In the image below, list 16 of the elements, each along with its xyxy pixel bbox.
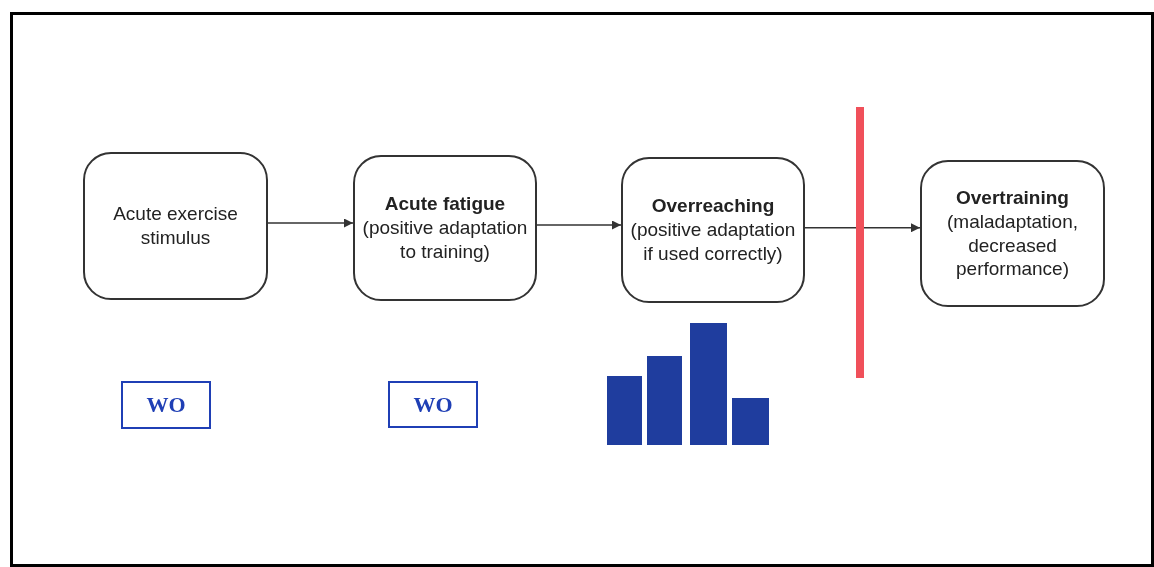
- process-box: [920, 160, 1105, 307]
- process-box: [621, 157, 805, 303]
- arrow: [804, 223, 921, 233]
- box-text: (maladaptation, decreased performance): [946, 209, 1079, 281]
- box-text: Acute exercise stimulus: [112, 202, 239, 250]
- box-heading: Overreaching: [651, 194, 775, 219]
- process-box: [83, 152, 268, 300]
- box-heading: Acute fatigue: [384, 192, 506, 217]
- box-heading: Overtraining: [956, 186, 1069, 210]
- label-box: WO: [121, 381, 211, 429]
- box-text: (positive adaptation to training): [361, 216, 529, 264]
- box-text: (positive adaptation if used correctly): [629, 218, 797, 266]
- label-box: WO: [388, 381, 478, 428]
- process-box: [353, 155, 537, 301]
- arrow: [267, 218, 354, 228]
- arrow: [536, 220, 622, 230]
